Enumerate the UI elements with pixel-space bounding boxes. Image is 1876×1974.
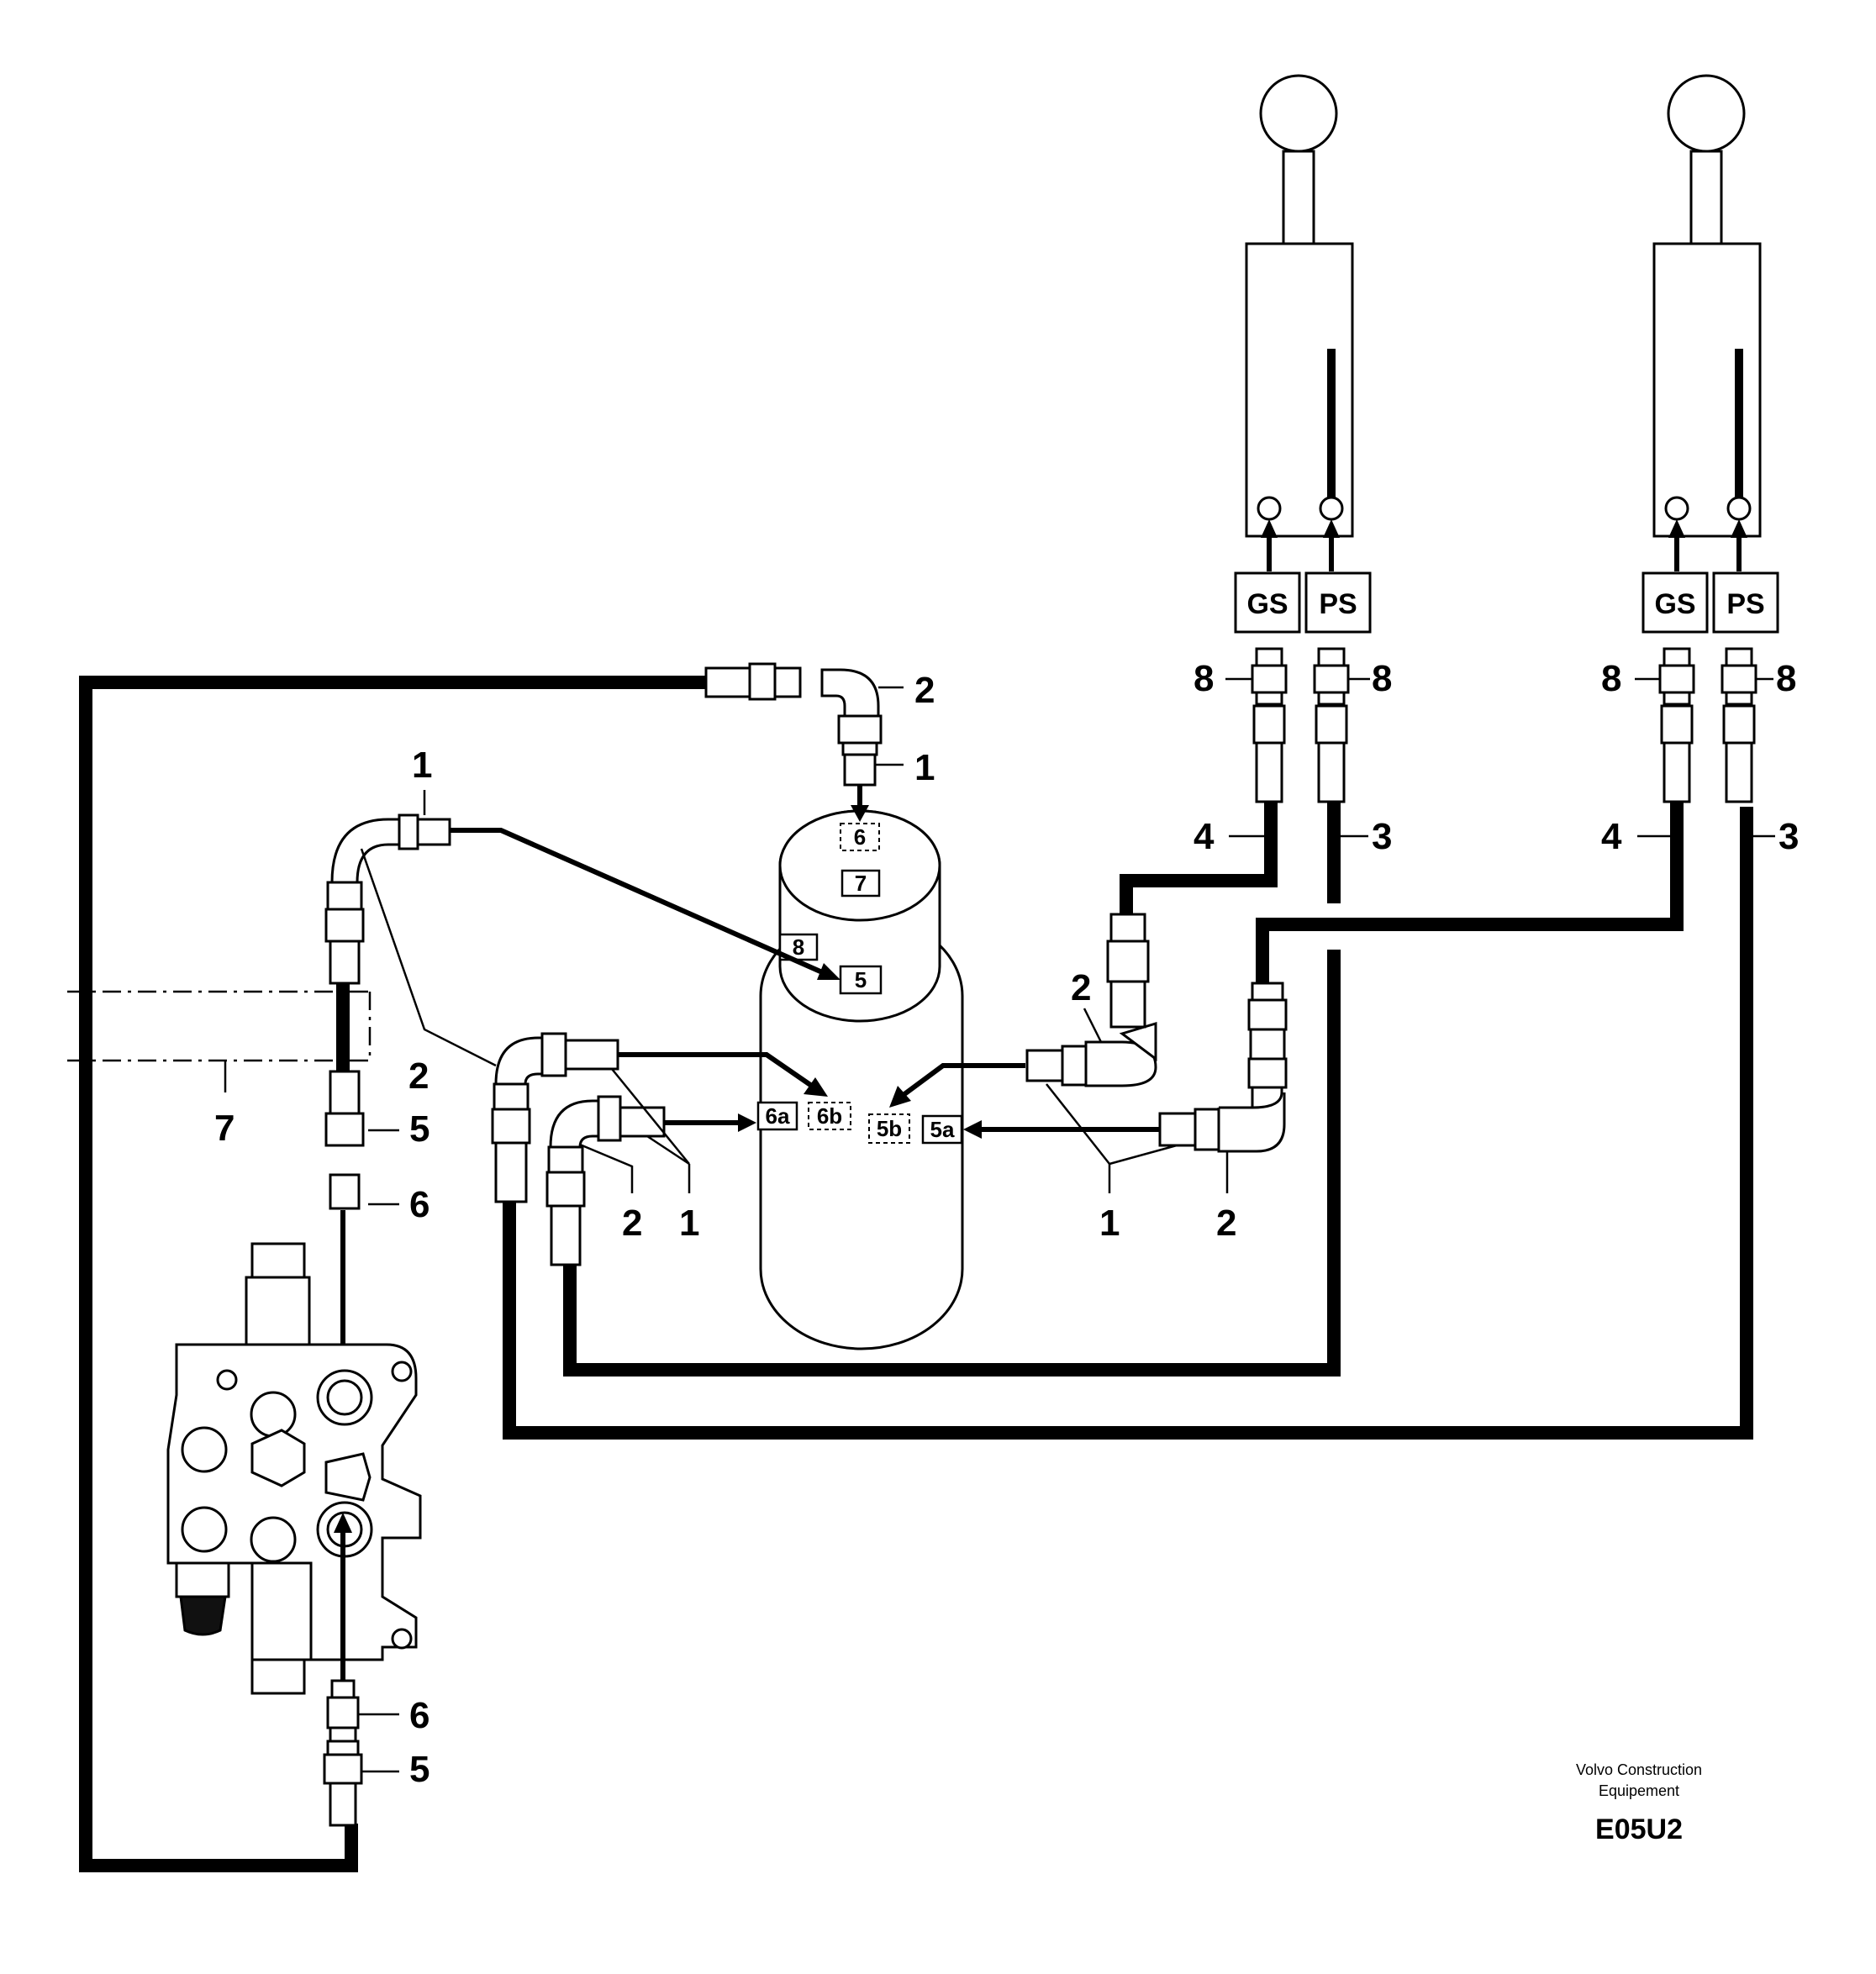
leader-line [646,1134,690,1166]
port-label-7: 7 [855,871,867,896]
figure-code: E05U2 [1595,1813,1683,1845]
callout-3-joystick2: 3 [1779,816,1799,857]
callout-5-left-lower: 5 [409,1749,429,1790]
hose-joystick2-4 [1256,803,1684,983]
joystick-1 [1234,74,1372,803]
hose-joystick1-4 [1120,803,1278,916]
joystick2-ps-label: PS [1726,588,1764,620]
port-label-5: 5 [855,967,867,992]
control-valve [166,1242,422,1695]
port-label-6-top: 6 [854,824,866,850]
callout-2-right-lower: 2 [1216,1203,1236,1244]
callout-3-joystick1: 3 [1372,816,1392,857]
callout-8-joystick2-left: 8 [1601,658,1621,699]
flow-arrowhead [804,1077,828,1097]
flow-arrowhead [817,963,841,980]
leader-line [360,848,497,1067]
credit-line-1: Volvo Construction [1576,1761,1702,1778]
flow-line-to-port-5 [450,828,830,977]
fitting-top-left [324,813,451,1210]
flow-arrowhead [963,1120,982,1139]
joystick2-gs-label: GS [1654,588,1695,620]
leader-line [611,1068,690,1165]
callout-1-middle: 1 [679,1203,699,1244]
fitting-middle-right [1025,913,1288,1153]
callout-8-joystick2-right: 8 [1776,658,1796,699]
fitting-valve-bottom [323,1679,363,1827]
hose-left-loop [79,676,706,1872]
port-label-5a: 5a [930,1117,955,1142]
central-block [759,809,964,1350]
flow-line-to-port-5b [899,1063,1025,1099]
callout-2-top: 2 [914,670,935,711]
leader-line [579,1143,634,1193]
port-label-8: 8 [793,934,804,960]
callout-2-middle: 2 [622,1203,642,1244]
callout-4-joystick1: 4 [1194,816,1215,857]
callout-1-top: 1 [914,747,935,788]
callout-8-joystick1-left: 8 [1194,658,1214,699]
credit-line-2: Equipement [1599,1782,1679,1799]
flow-arrowhead [738,1113,756,1132]
callout-1-right: 1 [1099,1203,1120,1244]
callout-7-left: 7 [214,1108,234,1149]
leader-line [1109,1144,1178,1166]
port-label-5b: 5b [877,1116,902,1141]
leader-line [1046,1083,1110,1165]
callout-2-left: 2 [408,1055,429,1097]
leader-line [1083,1008,1103,1043]
callout-2-right-upper: 2 [1071,967,1091,1008]
flow-line-to-port-6b [618,1052,817,1091]
hose-bottom-loop-inner [563,950,1341,1377]
callout-6-left-lower: 6 [409,1695,429,1736]
callout-1-left: 1 [412,745,432,786]
callout-6-left-upper: 6 [409,1184,429,1225]
fitting-top [704,662,883,787]
port-label-6a: 6a [766,1103,790,1129]
flow-arrowhead [334,1513,352,1533]
joystick1-gs-label: GS [1246,588,1288,620]
hose-bottom-loop-outer [503,807,1753,1440]
flow-arrowhead [851,805,869,822]
port-label-6b: 6b [817,1103,842,1129]
joystick1-ps-label: PS [1319,588,1357,620]
callout-5-left-upper: 5 [409,1108,429,1150]
joystick-2 [1642,74,1779,803]
callout-8-joystick1-right: 8 [1372,658,1392,699]
callout-4-joystick2: 4 [1601,816,1622,857]
flow-arrowhead [889,1086,911,1108]
